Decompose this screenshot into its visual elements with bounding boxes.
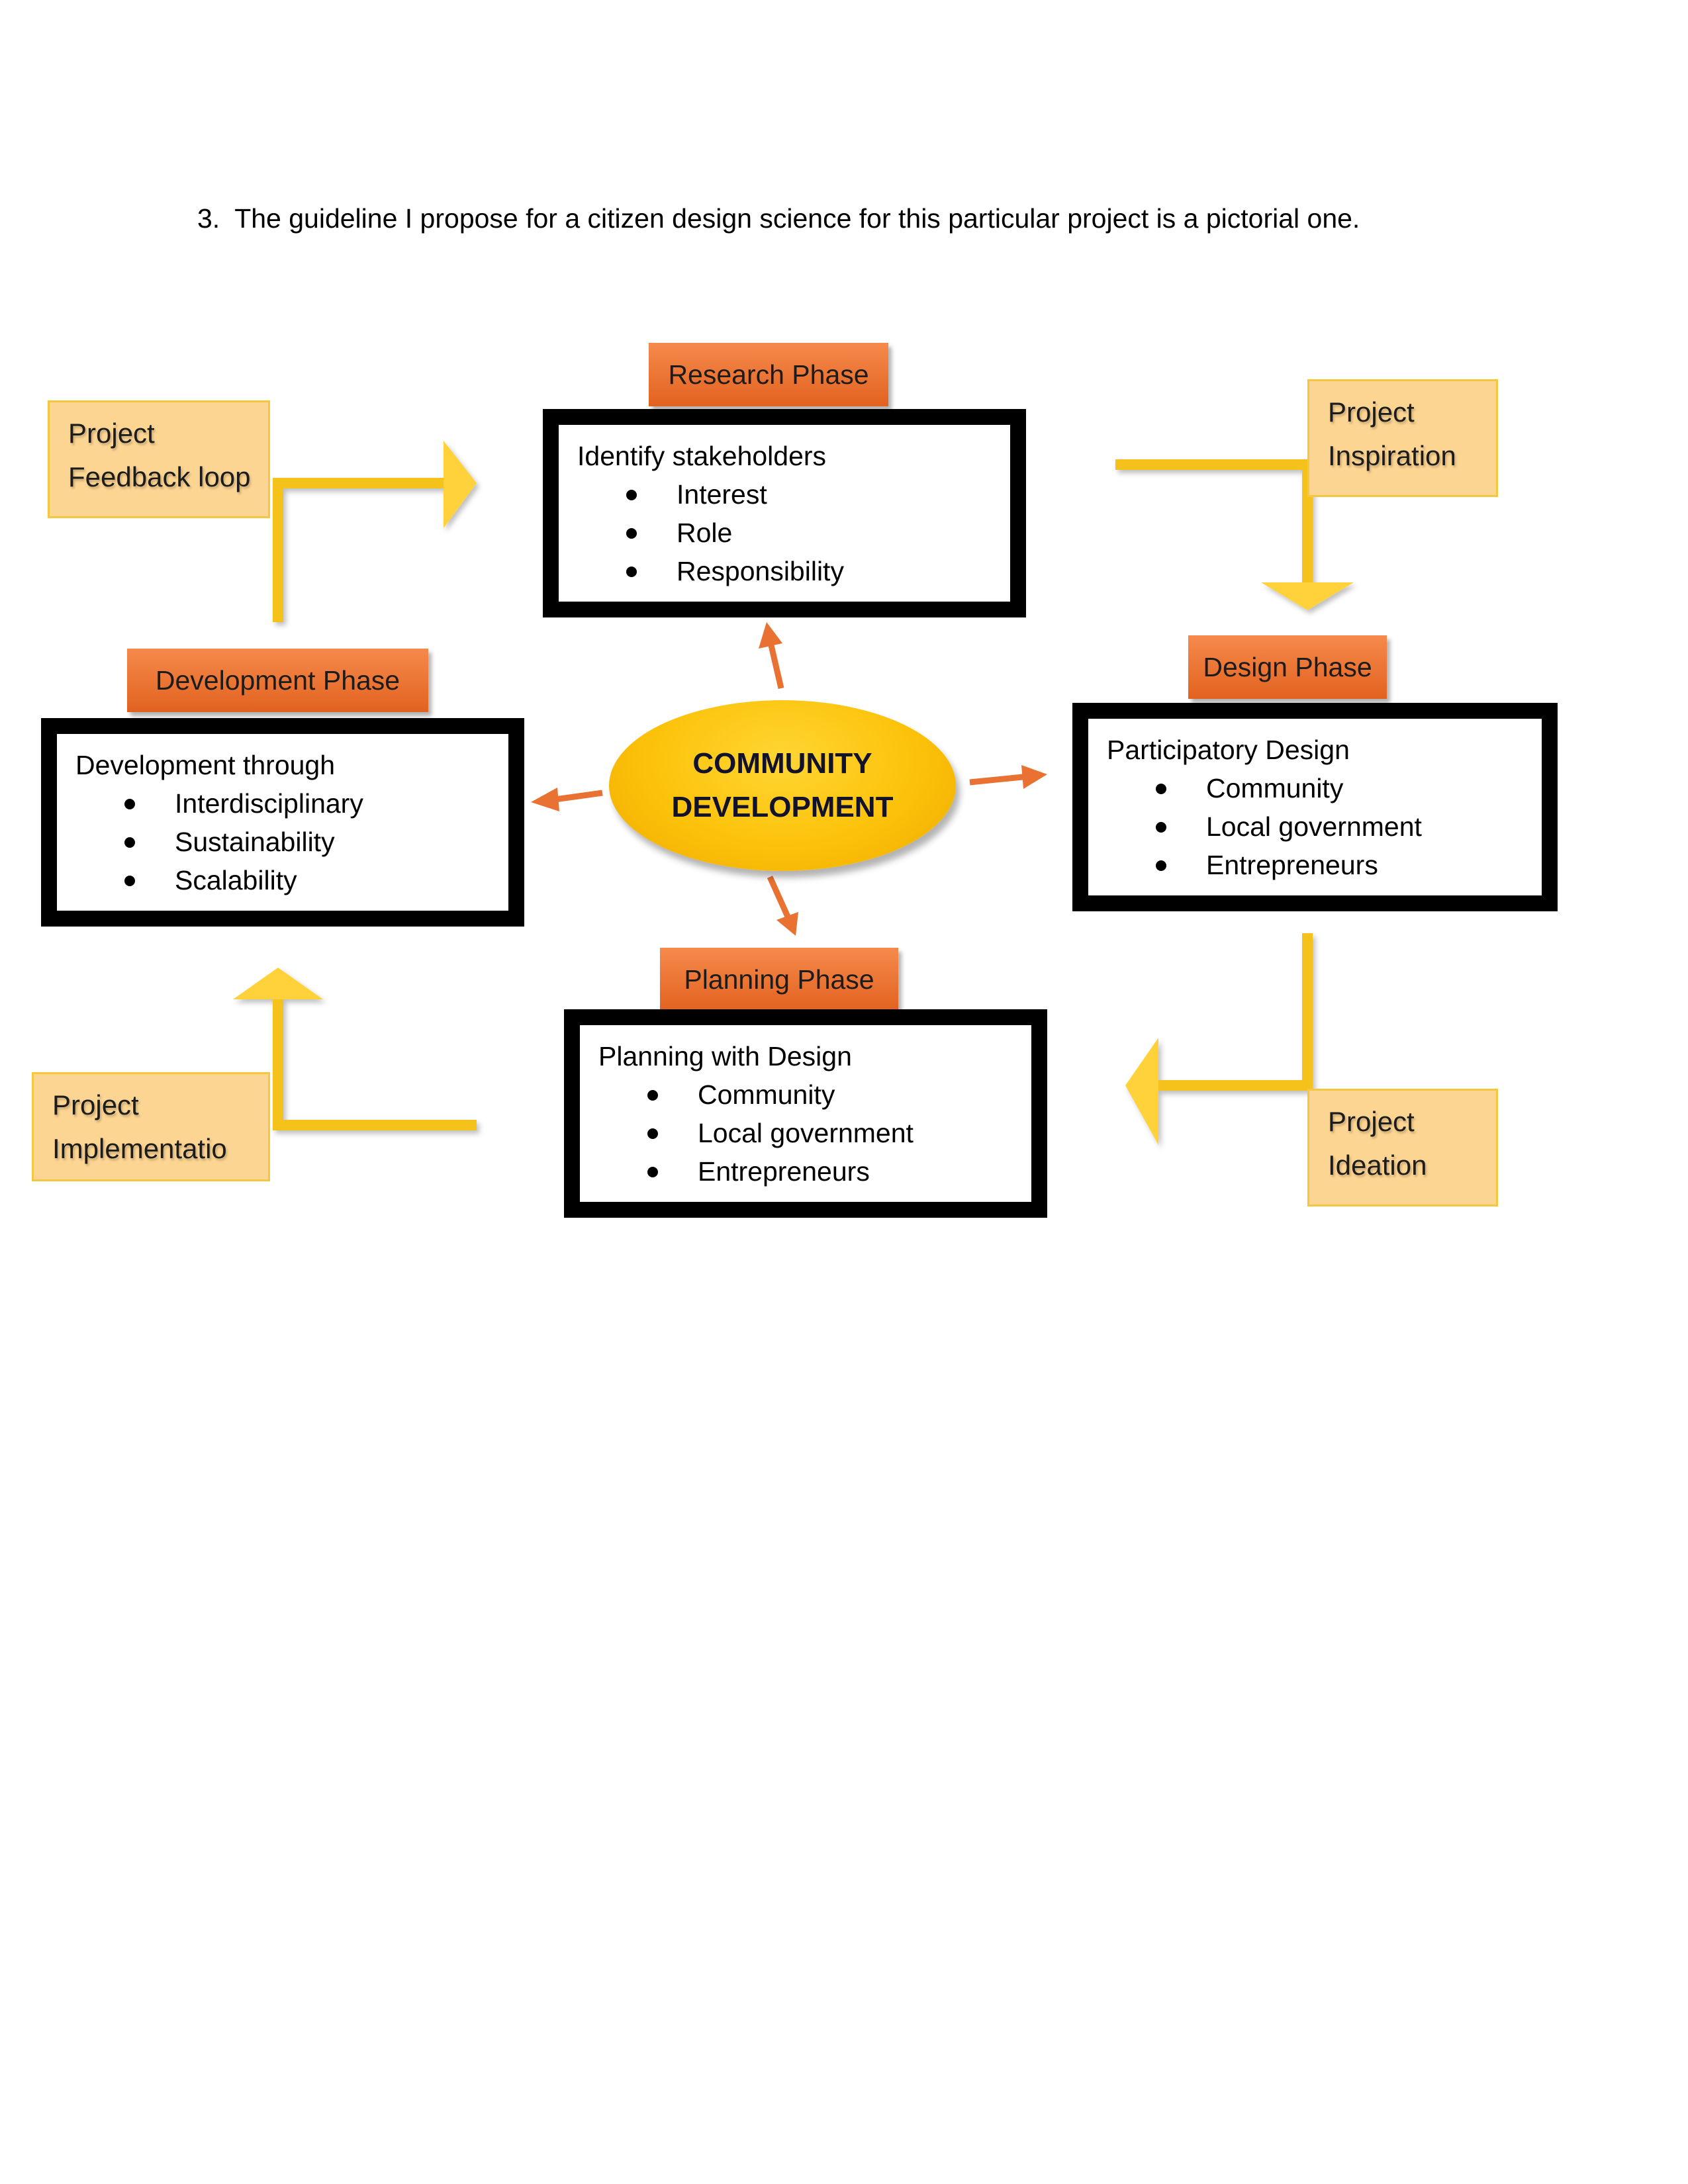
spoke-arrow-development: [531, 788, 603, 811]
list-item-text: Sustainability: [175, 827, 335, 857]
list-item-text: Role: [677, 518, 733, 548]
list-item-text: Interdisciplinary: [175, 788, 363, 819]
bullet: [1156, 822, 1166, 833]
intro-text: The guideline I propose for a citizen de…: [234, 203, 1360, 234]
design-phase-label: Design Phase: [1188, 635, 1387, 699]
design-phase-box: Participatory Design Community Local gov…: [1072, 703, 1558, 911]
center-line-1: COMMUNITY: [692, 747, 872, 780]
center-line-2: DEVELOPMENT: [671, 791, 894, 823]
list-item-text: Entrepreneurs: [698, 1156, 870, 1187]
project-feedback-loop-box: Project Feedback loop: [48, 400, 270, 518]
list-item: Local government: [598, 1114, 1005, 1152]
spoke-arrow-design: [969, 765, 1047, 789]
list-item: Responsibility: [577, 552, 984, 590]
project-implementation-box: Project Implementatio: [32, 1072, 270, 1181]
research-phase-label: Research Phase: [649, 343, 888, 406]
bullet: [1156, 784, 1166, 794]
project-label: Project: [68, 418, 155, 449]
list-item: Local government: [1107, 807, 1515, 846]
bullet: [124, 799, 135, 809]
bullet: [647, 1128, 658, 1139]
project-feedback-loop-text: Feedback loop: [68, 461, 251, 492]
design-list: Community Local government Entrepreneurs: [1107, 769, 1515, 884]
design-heading: Participatory Design: [1107, 735, 1350, 765]
community-development-ellipse: COMMUNITY DEVELOPMENT: [609, 700, 956, 871]
research-phase-box: Identify stakeholders Interest Role Resp…: [543, 409, 1026, 617]
project-ideation-box: Project Ideation: [1307, 1089, 1498, 1206]
list-item-text: Interest: [677, 479, 767, 510]
list-item-text: Responsibility: [677, 556, 844, 586]
bullet: [626, 490, 637, 500]
ideation-arrow: [1125, 933, 1313, 1145]
project-label: Project: [52, 1089, 139, 1120]
list-item-text: Local government: [698, 1118, 914, 1148]
bullet: [647, 1090, 658, 1101]
list-item-text: Entrepreneurs: [1206, 850, 1378, 880]
bullet: [626, 567, 637, 577]
bullet: [1156, 860, 1166, 871]
research-list: Interest Role Responsibility: [577, 475, 984, 590]
bullet: [626, 528, 637, 539]
project-ideation-text: Ideation: [1328, 1150, 1427, 1181]
project-implementation-text: Implementatio: [52, 1133, 227, 1164]
bullet: [647, 1167, 658, 1177]
list-item: Role: [577, 514, 984, 552]
list-item: Interest: [577, 475, 984, 514]
planning-heading: Planning with Design: [598, 1041, 852, 1071]
list-item-text: Community: [1206, 773, 1344, 803]
list-item-text: Local government: [1206, 811, 1422, 842]
list-item: Sustainability: [75, 823, 482, 861]
intro-number: 3.: [197, 203, 220, 234]
development-phase-label: Development Phase: [127, 649, 428, 712]
planning-list: Community Local government Entrepreneurs: [598, 1075, 1005, 1191]
bullet: [124, 837, 135, 848]
project-label: Project: [1328, 396, 1415, 428]
list-item: Community: [598, 1075, 1005, 1114]
feedback-loop-arrow: [273, 441, 477, 622]
list-item: Entrepreneurs: [598, 1152, 1005, 1191]
planning-phase-box: Planning with Design Community Local gov…: [564, 1009, 1047, 1218]
project-inspiration-text: Inspiration: [1328, 440, 1456, 471]
implementation-arrow: [233, 968, 477, 1130]
development-list: Interdisciplinary Sustainability Scalabi…: [75, 784, 482, 899]
project-inspiration-box: Project Inspiration: [1307, 379, 1498, 497]
research-heading: Identify stakeholders: [577, 441, 827, 471]
list-item: Entrepreneurs: [1107, 846, 1515, 884]
project-label: Project: [1328, 1106, 1415, 1137]
list-item: Scalability: [75, 861, 482, 899]
spoke-arrow-research: [759, 622, 784, 690]
list-item-text: Scalability: [175, 865, 297, 895]
list-item-text: Community: [698, 1079, 835, 1110]
development-heading: Development through: [75, 750, 336, 780]
planning-phase-label: Planning Phase: [660, 948, 898, 1011]
spoke-arrow-planning: [767, 876, 798, 936]
intro-paragraph: 3. The guideline I propose for a citizen …: [197, 199, 1360, 238]
development-phase-box: Development through Interdisciplinary Su…: [41, 718, 524, 927]
list-item: Community: [1107, 769, 1515, 807]
bullet: [124, 876, 135, 886]
list-item: Interdisciplinary: [75, 784, 482, 823]
